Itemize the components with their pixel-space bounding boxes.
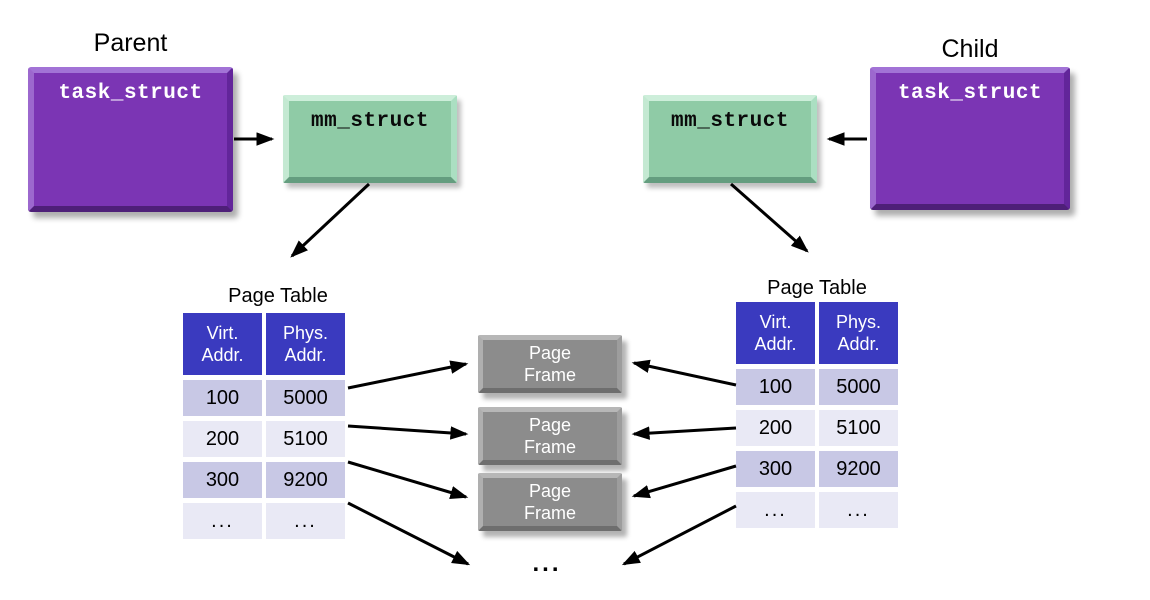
arrow-left-row4-to-ellipsis bbox=[347, 501, 471, 566]
table-cell: 9200 bbox=[266, 462, 345, 498]
parent-mm-struct-label: mm_struct bbox=[311, 110, 429, 133]
left-page-table-title: Page Table bbox=[228, 285, 328, 307]
table-cell: 100 bbox=[183, 380, 262, 416]
arrow-left-row1-to-frame1 bbox=[347, 360, 469, 390]
table-cell: 300 bbox=[736, 451, 815, 487]
table-cell: 200 bbox=[736, 410, 815, 446]
table-cell: 5100 bbox=[266, 421, 345, 457]
table-cell: 100 bbox=[736, 369, 815, 405]
arrow-left-mm-to-pagetable bbox=[290, 182, 371, 258]
more-frames-ellipsis: ... bbox=[532, 550, 562, 577]
table-cell: 5100 bbox=[819, 410, 898, 446]
parent-task-struct-label: task_struct bbox=[58, 82, 203, 105]
child-mm-struct-label: mm_struct bbox=[671, 110, 789, 133]
table-cell: 9200 bbox=[819, 451, 898, 487]
left-header-phys: Phys. Addr. bbox=[266, 313, 345, 375]
child-task-struct-box: task_struct bbox=[870, 67, 1070, 210]
table-cell: ... bbox=[266, 503, 345, 539]
arrow-right-row2-to-frame2 bbox=[631, 426, 737, 440]
arrow-right-row1-to-frame1 bbox=[631, 359, 737, 387]
left-header-virt: Virt. Addr. bbox=[183, 313, 262, 375]
parent-label: Parent bbox=[93, 29, 168, 57]
arrow-left-row2-to-frame2 bbox=[347, 424, 469, 440]
page-frame-1: Page Frame bbox=[478, 335, 622, 393]
right-header-virt: Virt. Addr. bbox=[736, 302, 815, 364]
table-cell: 5000 bbox=[819, 369, 898, 405]
table-cell: ... bbox=[819, 492, 898, 528]
right-page-table-title: Page Table bbox=[767, 277, 867, 299]
arrow-right-mm-to-pagetable bbox=[730, 182, 809, 253]
right-page-table: Virt. Addr. Phys. Addr. 100 5000 200 510… bbox=[736, 302, 898, 528]
arrow-left-row3-to-frame3 bbox=[347, 460, 469, 500]
child-task-struct-label: task_struct bbox=[897, 82, 1043, 105]
parent-mm-struct-box: mm_struct bbox=[283, 95, 457, 183]
page-frame-2: Page Frame bbox=[478, 407, 622, 465]
parent-task-struct-box: task_struct bbox=[28, 67, 233, 212]
table-cell: ... bbox=[736, 492, 815, 528]
child-label: Child bbox=[941, 35, 999, 63]
child-mm-struct-box: mm_struct bbox=[643, 95, 817, 183]
arrow-right-row3-to-frame3 bbox=[631, 464, 737, 499]
table-cell: ... bbox=[183, 503, 262, 539]
page-frame-3: Page Frame bbox=[478, 473, 622, 531]
table-cell: 5000 bbox=[266, 380, 345, 416]
right-header-phys: Phys. Addr. bbox=[819, 302, 898, 364]
arrow-right-row4-to-ellipsis bbox=[621, 504, 737, 566]
left-page-table: Virt. Addr. Phys. Addr. 100 5000 200 510… bbox=[183, 313, 345, 539]
table-cell: 300 bbox=[183, 462, 262, 498]
table-cell: 200 bbox=[183, 421, 262, 457]
